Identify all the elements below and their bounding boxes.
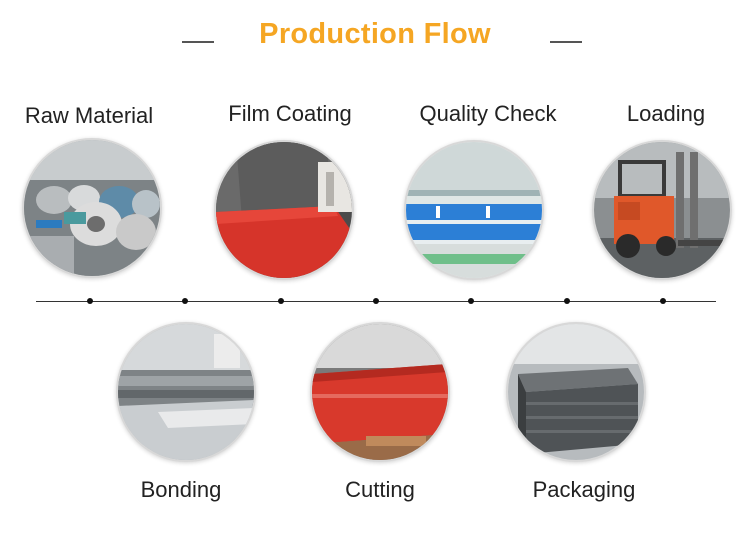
step-label-film-coating: Film Coating: [228, 101, 352, 126]
timeline-dot: [87, 298, 93, 304]
raw-material-photo: [22, 138, 162, 278]
step-label-bonding: Bonding: [140, 477, 222, 502]
timeline-dot: [182, 298, 188, 304]
film-coating-photo: [214, 140, 354, 280]
quality-check-photo: [404, 140, 544, 280]
timeline-dot: [468, 298, 474, 304]
cutting-photo: [310, 322, 450, 462]
timeline-dot: [373, 298, 379, 304]
title-bar: Production Flow: [0, 18, 750, 62]
step-label-quality-check: Quality Check: [419, 101, 557, 126]
timeline-dot: [564, 298, 570, 304]
packaging-photo: [506, 322, 646, 462]
timeline-dot: [278, 298, 284, 304]
step-label-packaging: Packaging: [532, 477, 636, 502]
step-label-cutting: Cutting: [345, 477, 415, 502]
bonding-photo: [116, 322, 256, 462]
title-dash-left: [182, 41, 214, 43]
step-label-loading: Loading: [626, 101, 706, 126]
loading-photo: [592, 140, 732, 280]
timeline-dot: [660, 298, 666, 304]
title-dash-right: [550, 41, 582, 43]
step-label-raw-material: Raw Material: [24, 103, 154, 128]
page-title: Production Flow: [259, 18, 491, 50]
